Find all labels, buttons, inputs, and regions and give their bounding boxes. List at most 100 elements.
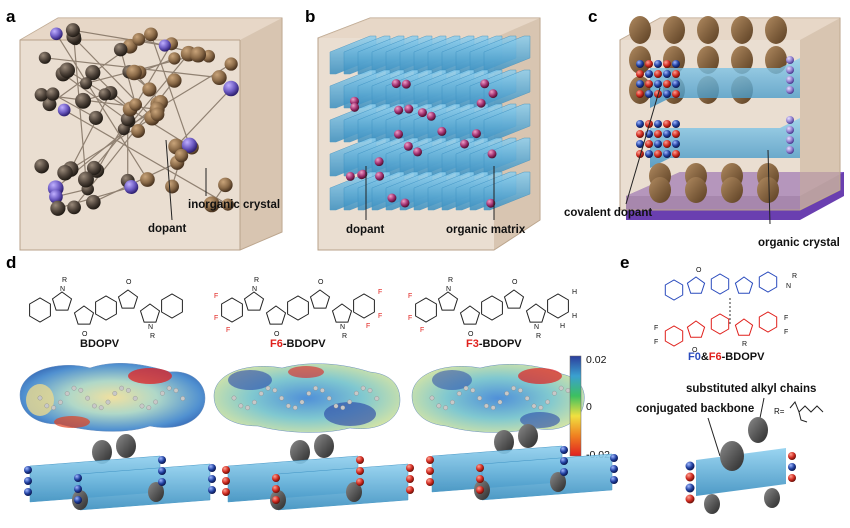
alkyl-disc xyxy=(697,46,719,74)
crystal-atom xyxy=(144,27,158,42)
end-atom xyxy=(560,446,568,454)
end-atom xyxy=(272,496,280,504)
covalent-dopant-atom xyxy=(672,150,680,158)
crystal-atom xyxy=(85,65,101,81)
end-atom xyxy=(788,452,796,460)
covalent-dopant-atom xyxy=(654,120,662,128)
lactam-ring xyxy=(331,303,353,323)
dopant-atom xyxy=(350,102,360,112)
crystal-atom xyxy=(150,107,165,122)
dopant-atom xyxy=(480,79,490,89)
benzene-ring xyxy=(161,293,183,319)
lactam-ring xyxy=(51,291,73,311)
surface-atom xyxy=(160,390,165,396)
covalent-dopant-atom xyxy=(654,60,662,68)
end-atom xyxy=(685,483,695,493)
surface-atom xyxy=(126,388,131,393)
dopant-atom xyxy=(391,79,401,89)
ring xyxy=(664,325,684,347)
lactam-ring xyxy=(525,303,547,323)
ring xyxy=(734,276,754,294)
surface-atom xyxy=(112,391,118,396)
surface-atom xyxy=(265,385,271,391)
surface-atom xyxy=(524,395,530,401)
end-atom xyxy=(476,486,484,494)
ring xyxy=(710,273,730,295)
atom-label: H xyxy=(572,313,577,320)
end-atom xyxy=(788,463,796,471)
atom-label: O xyxy=(82,331,88,338)
surface-atom xyxy=(552,390,557,396)
surface-atom xyxy=(538,405,544,411)
benzene-ring xyxy=(29,297,51,323)
surface-atom xyxy=(456,391,462,396)
lattice-bond xyxy=(64,113,158,174)
backbone-sheet xyxy=(650,58,800,108)
crystal-atom xyxy=(140,172,155,187)
panel-label-a: a xyxy=(6,7,16,26)
surface-atom xyxy=(306,391,312,396)
surface-atom xyxy=(132,395,138,401)
surface-atom xyxy=(367,388,373,393)
dopant-atom xyxy=(400,198,410,208)
end-atom xyxy=(158,467,166,475)
end-atom xyxy=(74,485,82,493)
alkyl-disc xyxy=(116,434,136,458)
lattice-bond xyxy=(175,88,232,147)
surface-atom xyxy=(245,405,250,411)
panel-c-crystal xyxy=(619,16,844,220)
surface-atom xyxy=(511,385,516,391)
alkyl-disc xyxy=(721,177,743,203)
covalent-dopant-atom xyxy=(645,90,653,98)
surface-atom xyxy=(44,403,50,409)
covalent-dopant-atom xyxy=(645,140,653,148)
end-atom xyxy=(24,488,32,496)
atom-label: F xyxy=(784,329,788,336)
c-crystal-leader xyxy=(767,149,771,225)
schematic-f6-bdopv xyxy=(222,434,414,511)
lattice-bond xyxy=(52,93,97,119)
crystal-atom xyxy=(34,87,49,102)
dimer-amp: & xyxy=(701,351,709,363)
dopant-atom xyxy=(404,104,414,114)
atom-label: F xyxy=(408,293,412,300)
end-atom xyxy=(208,475,216,483)
covalent-dopant-atom xyxy=(672,120,680,128)
molecule-bdopv-label: BDOPV xyxy=(80,338,120,350)
surface-atom xyxy=(450,399,455,405)
surface-atom xyxy=(252,399,257,405)
atom-label: F xyxy=(226,327,230,334)
alkyl-disc xyxy=(290,440,310,464)
atom-label: N xyxy=(786,283,791,290)
atom-label: F xyxy=(366,323,370,330)
end-atom xyxy=(476,464,484,472)
atom-label: N xyxy=(252,286,257,293)
surface-atom xyxy=(258,391,264,396)
alkyl-disc xyxy=(314,434,334,458)
end-atom xyxy=(208,486,216,494)
crystal-atom xyxy=(38,51,51,64)
surface-atom xyxy=(313,385,318,391)
atom-label: F xyxy=(378,313,382,320)
c-dopant-label: covalent dopant xyxy=(564,207,652,219)
covalent-dopant-atom xyxy=(636,140,644,148)
end-atom xyxy=(610,465,618,473)
dopant-atom xyxy=(487,149,497,159)
surface-atom xyxy=(545,399,550,405)
surface-atom xyxy=(51,405,56,411)
atom-label: O xyxy=(126,279,132,286)
end-atom xyxy=(406,464,414,472)
ring xyxy=(734,318,754,336)
end-atom xyxy=(610,454,618,462)
f6-prefix-e: F6 xyxy=(709,351,722,363)
dopant-atom xyxy=(486,198,496,208)
surface-atom xyxy=(497,399,503,405)
panel-label-b: b xyxy=(305,7,315,26)
end-atom xyxy=(406,486,414,494)
alkyl-disc xyxy=(765,16,787,44)
crystal-atom xyxy=(75,92,91,109)
crystal-atom xyxy=(786,86,794,94)
atom-label: R xyxy=(150,333,155,340)
atom-label: F xyxy=(654,339,658,346)
surface-atom xyxy=(153,399,158,405)
